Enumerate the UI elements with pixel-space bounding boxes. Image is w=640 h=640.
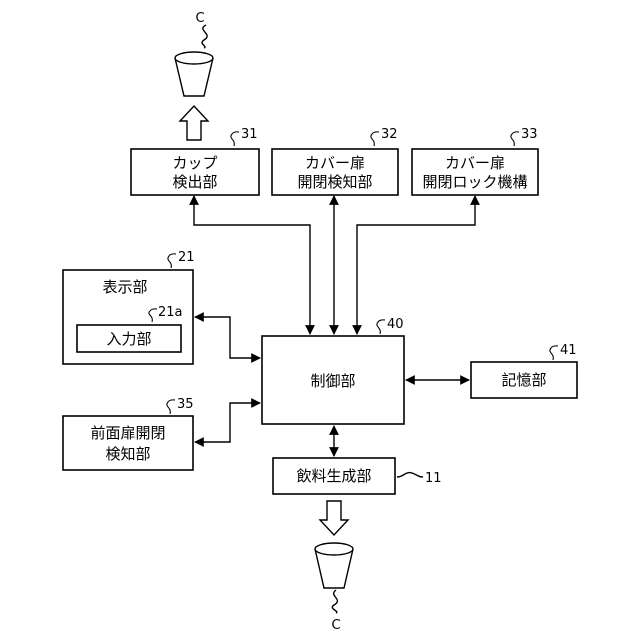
controller-block: 制御部 40 <box>262 317 404 424</box>
cup-detector-label-1: カップ <box>172 154 217 172</box>
top-cup-label: C <box>195 11 204 26</box>
storage-ref: 41 <box>560 343 577 358</box>
top-cup-rim <box>175 52 213 64</box>
input-label: 入力部 <box>106 330 151 348</box>
beverage-generator-block: 飲料生成部 11 <box>273 458 442 494</box>
arrow-cup-detector-controller <box>194 196 310 334</box>
arrow-front-door-detector-controller <box>195 403 260 442</box>
beverage-down-arrow <box>320 501 348 535</box>
cup-detector-block: カップ 検出部 31 <box>131 127 259 195</box>
front-door-detector-label-2: 検知部 <box>105 445 150 463</box>
display-label: 表示部 <box>102 278 147 296</box>
display-ref: 21 <box>178 250 195 265</box>
arrow-display-controller <box>195 317 260 358</box>
front-door-detector-label-1: 前面扉開閉 <box>90 424 165 442</box>
cover-door-lock-label-1: カバー扉 <box>445 154 505 172</box>
cup-exit-up-arrow <box>180 106 208 140</box>
input-ref: 21a <box>158 305 183 320</box>
storage-block: 記憶部 41 <box>471 343 577 398</box>
cover-door-lock-block: カバー扉 開閉ロック機構 33 <box>412 127 538 195</box>
beverage-generator-label: 飲料生成部 <box>296 467 371 485</box>
top-cup: C <box>175 11 213 96</box>
bottom-cup: C <box>315 543 353 633</box>
front-door-detector-ref: 35 <box>177 397 194 412</box>
cover-door-detector-ref: 32 <box>381 127 398 142</box>
cover-door-detector-label-1: カバー扉 <box>305 154 365 172</box>
arrow-cover-door-lock-controller <box>357 196 475 334</box>
cover-door-detector-block: カバー扉 開閉検知部 32 <box>272 127 398 195</box>
cover-door-detector-label-2: 開閉検知部 <box>297 173 372 191</box>
beverage-generator-ref: 11 <box>425 471 442 486</box>
cover-door-lock-label-2: 開閉ロック機構 <box>422 173 527 191</box>
cover-door-lock-ref: 33 <box>521 127 538 142</box>
controller-ref: 40 <box>387 317 404 332</box>
cup-detector-ref: 31 <box>241 127 258 142</box>
bottom-cup-label: C <box>331 618 340 633</box>
controller-label: 制御部 <box>310 372 355 390</box>
front-door-detector-block: 前面扉開閉 検知部 35 <box>63 397 194 470</box>
cup-detector-label-2: 検出部 <box>172 173 217 191</box>
storage-label: 記憶部 <box>501 371 546 389</box>
bottom-cup-rim <box>315 543 353 555</box>
